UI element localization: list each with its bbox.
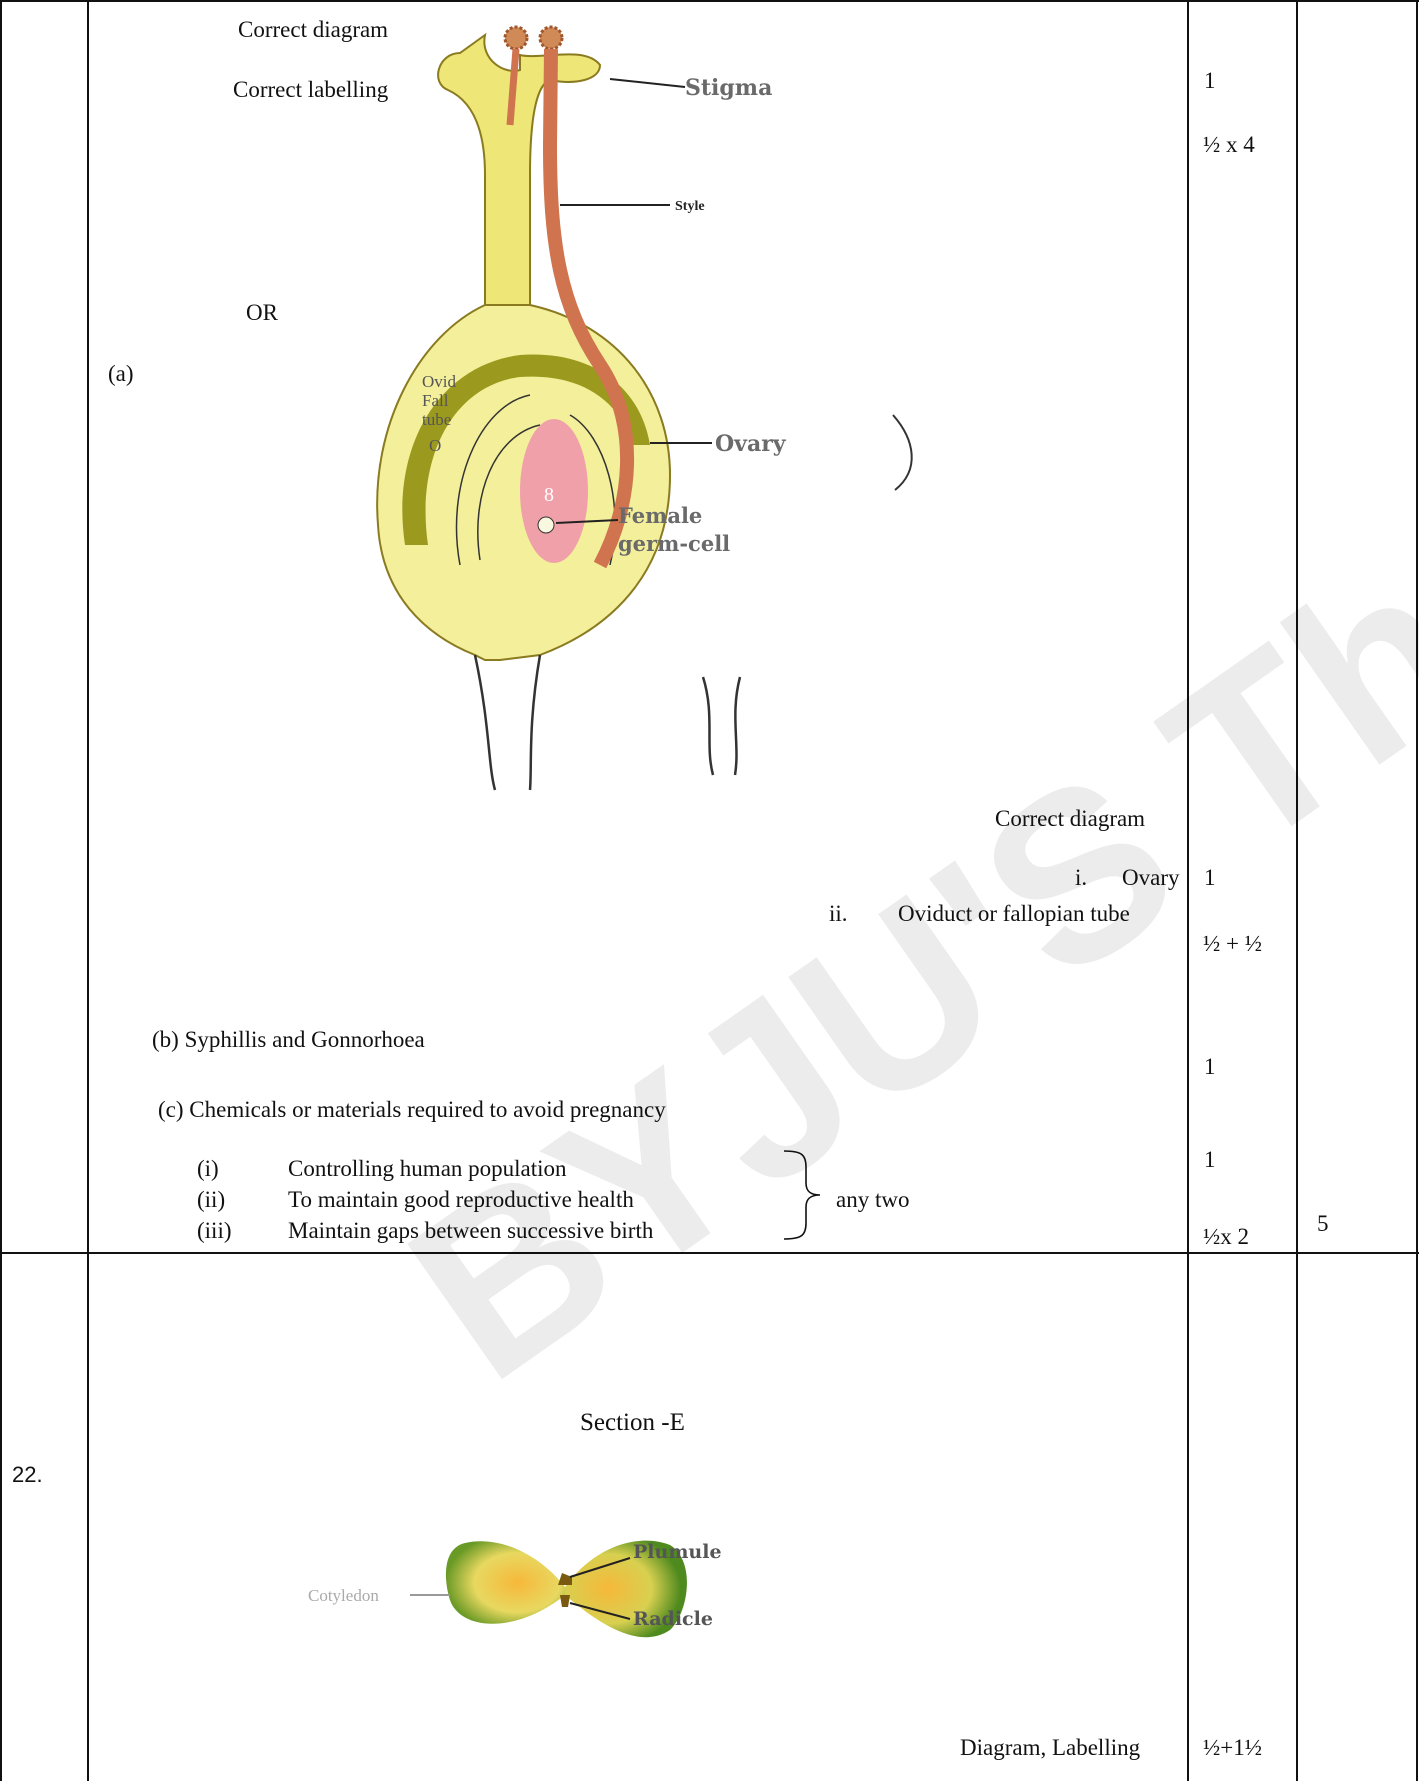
total-marks: 5 (1317, 1212, 1329, 1235)
marks-4: 1 (1204, 1148, 1216, 1171)
marks-half-x-2: ½x 2 (1203, 1225, 1249, 1248)
fragment-tube: tube (422, 411, 451, 428)
reason-3-text: Maintain gaps between successive birth (288, 1219, 653, 1242)
fragment-ovid: Ovid (422, 373, 456, 390)
part-c: (c) Chemicals or materials required to a… (158, 1098, 666, 1121)
label-stigma: Stigma (685, 75, 772, 101)
female-germ-cell (538, 517, 554, 533)
marks-3: 1 (1204, 1055, 1216, 1078)
pollen-grain-2 (540, 27, 562, 49)
pollen-grain-1 (505, 27, 527, 49)
item-ii-text: Oviduct or fallopian tube (898, 902, 1130, 925)
question-number: 22. (12, 1464, 43, 1486)
curly-brace (780, 1145, 840, 1245)
row22-marks: ½+1½ (1203, 1736, 1262, 1759)
section-title: Section -E (580, 1410, 685, 1435)
marks-half-x-4: ½ x 4 (1203, 133, 1255, 156)
item-ii-num: ii. (829, 902, 848, 925)
label-style: Style (675, 199, 705, 214)
reason-2-num: (ii) (197, 1188, 225, 1211)
reason-1-num: (i) (197, 1157, 219, 1180)
stigma-shape (438, 35, 600, 335)
marks-half-plus-half: ½ + ½ (1203, 932, 1262, 955)
reason-3-num: (iii) (197, 1219, 232, 1242)
label-germ-cell: germ-cell (618, 531, 730, 556)
label-female: Female (618, 503, 702, 528)
item-i-num: i. (1075, 866, 1087, 889)
part-a-label: (a) (108, 362, 134, 385)
diagram-labelling: Diagram, Labelling (960, 1736, 1140, 1759)
embryo-sac (520, 419, 588, 563)
marks-1: 1 (1204, 69, 1216, 92)
correct-labelling: Correct labelling (233, 78, 388, 101)
reason-2-text: To maintain good reproductive health (288, 1188, 634, 1211)
reason-1-text: Controlling human population (288, 1157, 567, 1180)
label-cotyledon: Cotyledon (308, 1586, 379, 1605)
flower-stalk (475, 655, 540, 790)
flower-diagram: 8 Stigma Style Ovary Female germ-cell (370, 5, 930, 795)
seed-diagram: Plumule Radicle Cotyledon (300, 1515, 820, 1665)
diagram-fragment-right (885, 410, 925, 500)
item-i-text: Ovary (1122, 866, 1179, 889)
label-radicle: Radicle (633, 1608, 713, 1630)
correct-diagram-right: Correct diagram (995, 807, 1145, 830)
label-plumule: Plumule (633, 1541, 722, 1563)
label-ovary: Ovary (715, 431, 787, 457)
any-two-label: any two (836, 1188, 909, 1211)
correct-diagram-top: Correct diagram (238, 18, 388, 41)
fragment-o: O (429, 437, 441, 454)
marks-2: 1 (1204, 866, 1216, 889)
svg-text:8: 8 (544, 484, 554, 506)
or-text: OR (246, 301, 278, 324)
diagram-fragment-tube (695, 675, 775, 785)
part-b: (b) Syphillis and Gonnorhoea (152, 1028, 425, 1051)
fragment-fall: Fall (422, 392, 448, 409)
cotyledon-left (446, 1541, 565, 1624)
